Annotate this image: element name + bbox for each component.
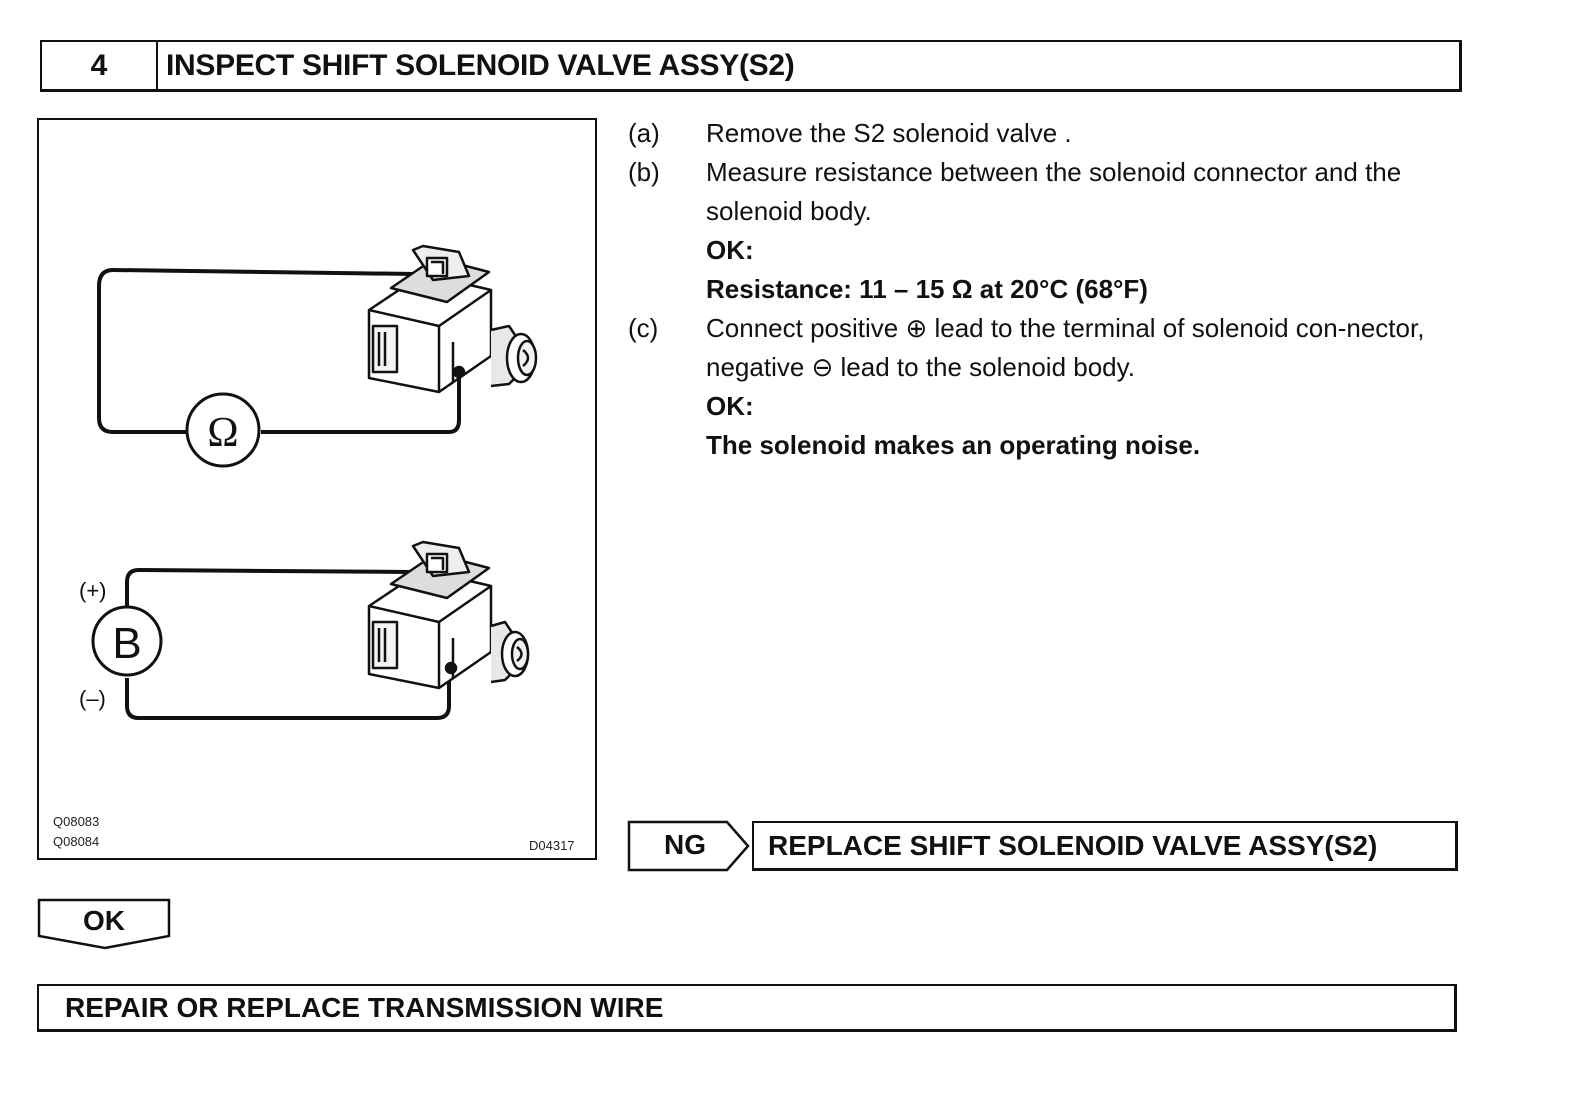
ohmmeter-icon <box>185 392 261 468</box>
instruction-item: (b) Measure resistance between the solen… <box>628 153 1478 231</box>
figure-code: Q08083 <box>53 814 100 829</box>
instruction-text: Measure resistance between the solenoid … <box>706 157 1402 226</box>
ok-arrow-icon <box>37 898 171 950</box>
step-header: 4 INSPECT SHIFT SOLENOID VALVE ASSY(S2) <box>40 40 1462 92</box>
instruction-text: Connect positive ⊕ lead to the terminal … <box>706 313 1425 382</box>
battery-icon <box>91 605 163 677</box>
instruction-text: Remove the S2 solenoid valve . <box>706 118 1072 148</box>
solenoid-illustration: Ω B (+) (–) <box>79 244 538 720</box>
battery-circuit <box>125 568 451 720</box>
ng-arrow-icon <box>627 820 750 872</box>
ok-action-box: REPAIR OR REPLACE TRANSMISSION WIRE <box>37 984 1457 1032</box>
figure-code: D04317 <box>529 838 575 853</box>
ng-action-box: REPLACE SHIFT SOLENOID VALVE ASSY(S2) <box>752 821 1458 871</box>
instruction-item: (c) Connect positive ⊕ lead to the termi… <box>628 309 1478 387</box>
positive-label: (+) <box>79 578 107 603</box>
negative-label: (–) <box>79 686 106 711</box>
solenoid-top <box>367 244 538 394</box>
ok-criteria-label: OK: <box>706 391 754 421</box>
instruction-list: (a) Remove the S2 solenoid valve . (b) M… <box>628 114 1478 465</box>
instruction-label: (a) <box>628 118 660 148</box>
solenoid-bottom <box>367 540 530 690</box>
ng-label: NG <box>664 829 706 860</box>
ohmmeter-circuit <box>97 268 461 434</box>
ok-criteria-label: OK: <box>706 235 754 265</box>
figure-code: Q08084 <box>53 834 100 849</box>
instruction-label: (c) <box>628 313 659 343</box>
instruction-label: (b) <box>628 157 660 187</box>
battery-symbol: B <box>112 619 141 668</box>
step-title: INSPECT SHIFT SOLENOID VALVE ASSY(S2) <box>166 48 795 82</box>
ok-criteria-text: The solenoid makes an operating noise. <box>706 430 1201 460</box>
ohm-symbol: Ω <box>207 410 238 456</box>
figure-panel: Ω B (+) (–) <box>37 118 597 860</box>
ok-criteria-text: Resistance: 11 – 15 Ω at 20°C (68°F) <box>706 274 1148 304</box>
step-number: 4 <box>42 42 158 89</box>
instruction-item: (a) Remove the S2 solenoid valve . <box>628 114 1478 153</box>
ok-label: OK <box>83 905 125 936</box>
